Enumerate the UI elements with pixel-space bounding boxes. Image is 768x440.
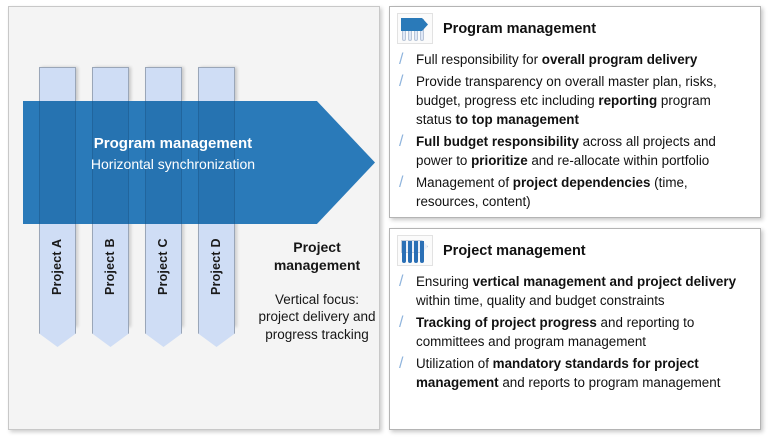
- bullet-item: / Full responsibility for overall program…: [397, 50, 750, 69]
- project-column-tip: [145, 325, 182, 347]
- bullet-item: / Ensuring vertical management and projec…: [397, 272, 750, 310]
- project-column-tip: [198, 325, 235, 347]
- project-column-tip: [92, 325, 129, 347]
- program-card-bullets: / Full responsibility for overall program…: [390, 48, 760, 211]
- project-column-top: [92, 67, 129, 102]
- project-column-overlay: [145, 101, 182, 224]
- bullet-text: Ensuring vertical management and project…: [416, 274, 737, 308]
- project-column-body: [39, 217, 76, 325]
- project-column-top: [198, 67, 235, 102]
- bullet-slash-icon: /: [399, 51, 404, 68]
- bullet-item: / Utilization of mandatory standards for …: [397, 354, 750, 392]
- bullet-text: Full responsibility for overall program …: [416, 52, 698, 67]
- bullet-text: Full budget responsibility across all pr…: [416, 134, 716, 168]
- bullet-item: / Full budget responsibility across all p…: [397, 132, 750, 170]
- project-management-icon: [397, 235, 433, 266]
- diagram-panel: Program management Horizontal synchroniz…: [8, 6, 380, 430]
- project-column-body: [198, 217, 235, 325]
- bullet-item: / Management of project dependencies (tim…: [397, 173, 750, 211]
- project-column-body: [145, 217, 182, 325]
- program-arrow-subtitle: Horizontal synchronization: [90, 156, 256, 172]
- diagram-caption-title-line1: Project: [293, 239, 341, 255]
- project-management-card: Project management / Ensuring vertical ma…: [389, 228, 761, 430]
- bullet-text: Management of project dependencies (time…: [416, 175, 688, 209]
- diagram-caption-body: Vertical focus: project delivery and pro…: [258, 291, 376, 342]
- bullet-text: Tracking of project progress and reporti…: [416, 315, 695, 349]
- bullet-item: / Tracking of project progress and report…: [397, 313, 750, 351]
- bullet-slash-icon: /: [399, 355, 404, 372]
- diagram-caption: Project management Vertical focus: proje…: [255, 239, 379, 343]
- project-column-overlay: [198, 101, 235, 224]
- project-card-title: Project management: [443, 242, 586, 259]
- bullet-text: Provide transparency on overall master p…: [416, 74, 717, 127]
- project-column-label: Project A: [50, 238, 64, 295]
- project-column-tip: [39, 325, 76, 347]
- project-card-header: Project management: [390, 229, 760, 270]
- program-card-title: Program management: [443, 20, 597, 37]
- program-card-header: Program management: [390, 7, 760, 48]
- bullet-item: / Provide transparency on overall master …: [397, 72, 750, 129]
- project-icon-bars: [402, 241, 425, 263]
- bullet-slash-icon: /: [399, 133, 404, 150]
- project-column-top: [145, 67, 182, 102]
- program-arrow-title: Program management: [93, 135, 253, 152]
- project-card-bullets: / Ensuring vertical management and projec…: [390, 270, 760, 392]
- bullet-slash-icon: /: [399, 73, 404, 90]
- project-column-overlay: [92, 101, 129, 224]
- project-column-body: [92, 217, 129, 325]
- program-management-card: Program management / Full responsibility …: [389, 6, 761, 218]
- program-icon-arrow: [401, 18, 428, 31]
- program-arrow-text: Program management Horizontal synchroniz…: [23, 135, 323, 172]
- project-column-top: [39, 67, 76, 102]
- project-column-label: Project B: [103, 238, 117, 295]
- bullet-slash-icon: /: [399, 174, 404, 191]
- bullet-slash-icon: /: [399, 273, 404, 290]
- project-column-label: Project D: [209, 238, 223, 295]
- bullet-slash-icon: /: [399, 314, 404, 331]
- project-column-label: Project C: [156, 238, 170, 295]
- project-column-overlay: [39, 101, 76, 224]
- bullet-text: Utilization of mandatory standards for p…: [416, 356, 721, 390]
- program-management-icon: [397, 13, 433, 44]
- program-management-arrow: [23, 101, 375, 224]
- diagram-caption-title: Project management: [255, 239, 379, 275]
- diagram-caption-title-line2: management: [273, 256, 361, 273]
